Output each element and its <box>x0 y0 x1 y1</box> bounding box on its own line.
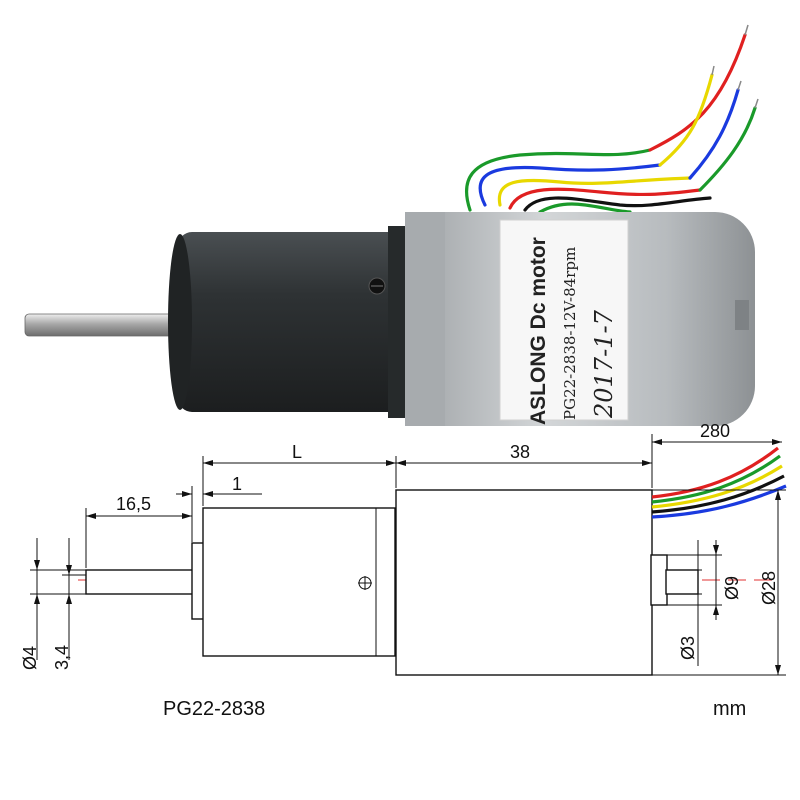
dim-d28-label: Ø28 <box>759 571 779 605</box>
label-date: 2017-1-7 <box>590 309 618 419</box>
dim-16-5-label: 16,5 <box>116 494 151 514</box>
dim-L-label: L <box>292 442 302 462</box>
dim-3-4-label: 3,4 <box>52 645 72 670</box>
label-model: PG22-2838-12V-84rpm <box>561 247 579 420</box>
unit-caption: mm <box>713 698 746 720</box>
dim-shaft-diameters: Ø4 3,4 <box>20 538 86 670</box>
dim-d28: Ø28 <box>652 489 786 676</box>
label-title: ASLONG Dc motor <box>527 237 550 425</box>
wire-tips <box>711 24 759 109</box>
dim-1-label: 1 <box>232 474 242 494</box>
dim-280: 280 <box>651 421 782 456</box>
model-caption: PG22-2838 <box>163 698 265 720</box>
dim-rear-diameters: Ø9 Ø3 <box>651 540 742 666</box>
dim-280-label: 280 <box>700 421 730 441</box>
drawing-flange <box>191 542 205 620</box>
photo-wires <box>465 33 757 214</box>
dim-d4-label: Ø4 <box>20 646 40 670</box>
motor-label <box>499 219 629 421</box>
dim-d3-label: Ø3 <box>678 636 698 660</box>
dim-L: L <box>202 442 397 506</box>
photo-motor-can: ASLONG Dc motor PG22-2838-12V-84rpm 2017… <box>405 212 755 426</box>
technical-drawing: L 38 280 1 <box>20 421 787 720</box>
dim-38: 38 <box>396 442 653 488</box>
drawing-shaft <box>85 569 197 595</box>
dim-16-5: 16,5 <box>85 494 193 568</box>
drawing-wires <box>651 446 787 519</box>
dim-d9-label: Ø9 <box>722 576 742 600</box>
photo-gearbox <box>168 226 412 418</box>
drawing-rear-shaft <box>665 569 699 595</box>
photo-shaft <box>24 313 186 337</box>
motor-photo: ASLONG Dc motor PG22-2838-12V-84rpm 2017… <box>24 24 759 426</box>
dim-38-label: 38 <box>510 442 530 462</box>
drawing-motor-body <box>395 489 653 676</box>
drawing-rear-boss <box>650 554 668 606</box>
drawing-gearbox <box>202 507 396 657</box>
